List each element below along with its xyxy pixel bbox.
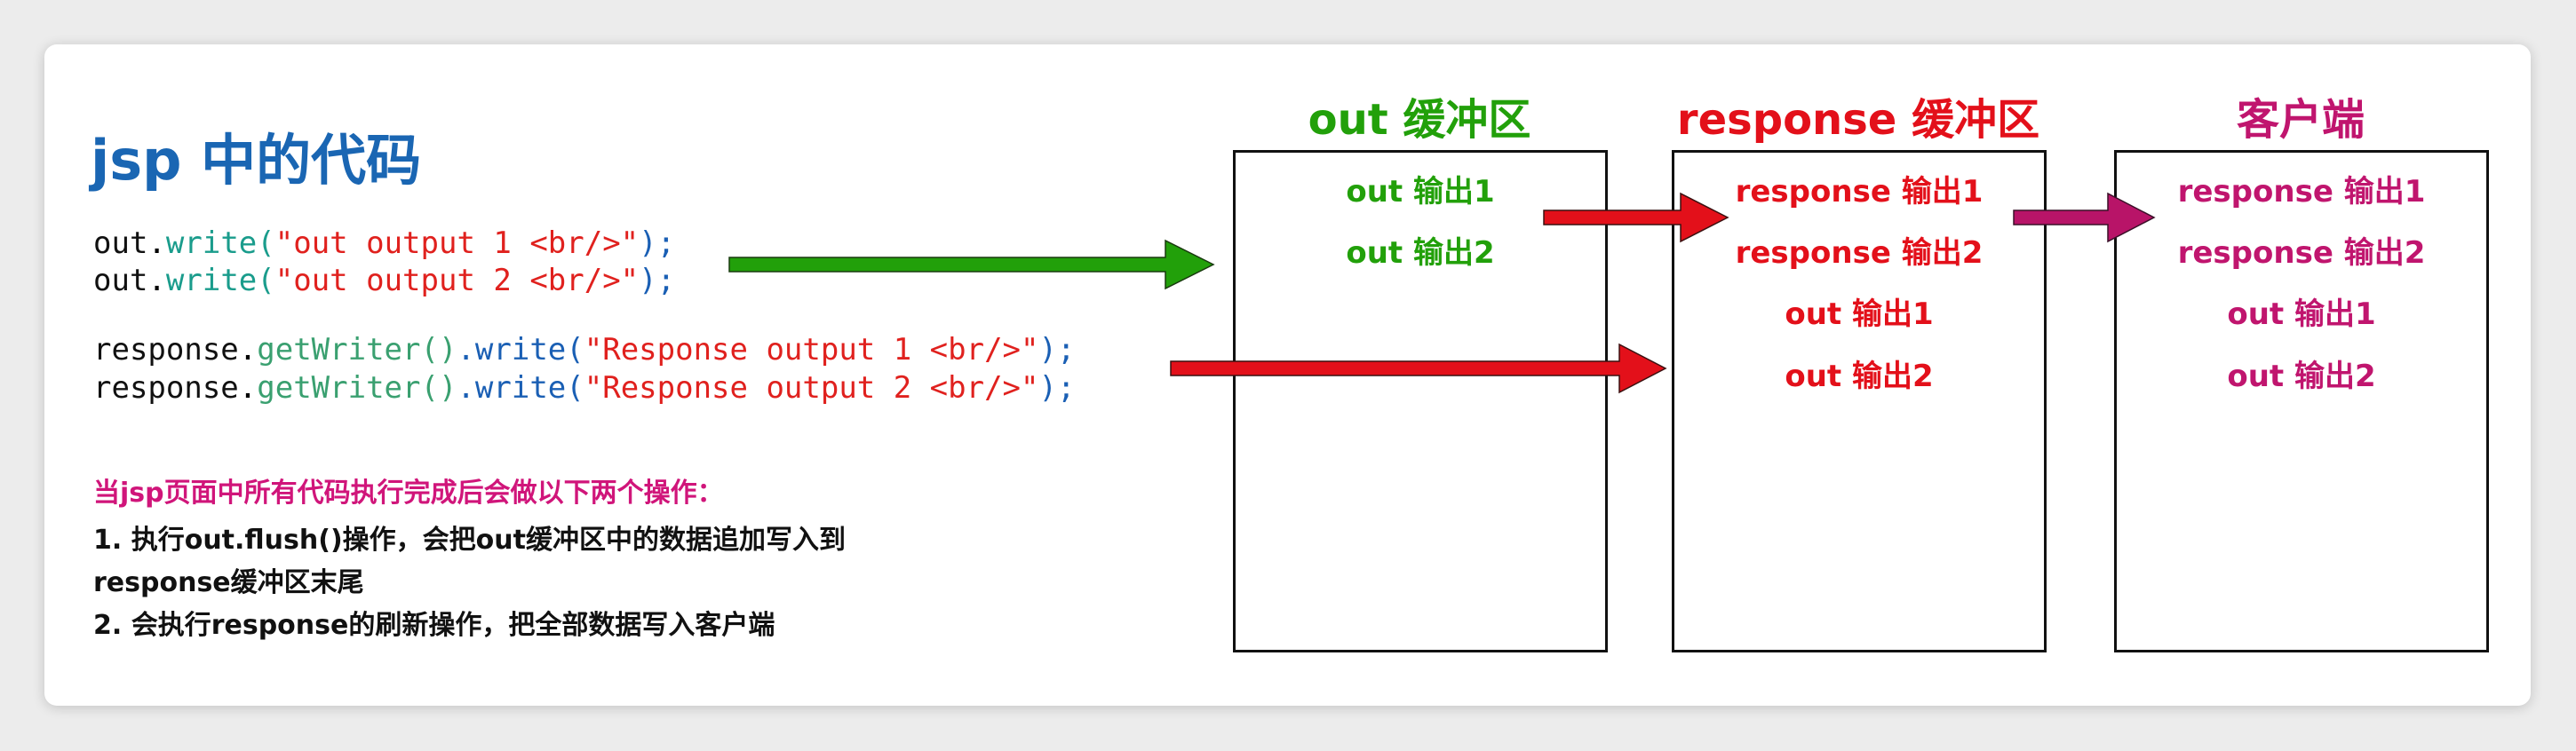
- code-object: out: [93, 225, 148, 261]
- code-close: );: [639, 225, 676, 261]
- code-method: write: [165, 225, 258, 261]
- code-method: write: [165, 263, 258, 298]
- buffer-item: response 输出2: [2177, 235, 2426, 271]
- note-step-1: 1. 执行out.flush()操作，会把out缓冲区中的数据追加写入到: [93, 525, 846, 556]
- code-object: response: [93, 370, 239, 406]
- code-line-3: response.getWriter().write("Response out…: [93, 332, 1075, 368]
- code-close: );: [639, 263, 676, 298]
- code-method: getWriter(): [257, 370, 457, 406]
- code-dot: .: [238, 370, 258, 406]
- code-line-2: out.write("out output 2 <br/>");: [93, 263, 675, 298]
- magenta-arrow-flush: [2013, 192, 2156, 243]
- buffer-item: response 输出2: [1735, 235, 1984, 271]
- buffer-item: out 输出2: [2227, 359, 2376, 394]
- out-buffer-box: out 输出1 out 输出2: [1233, 150, 1608, 652]
- code-dot: .: [147, 225, 166, 261]
- buffer-item: out 输出2: [1785, 359, 1934, 394]
- code-dot: .: [457, 370, 475, 406]
- code-method: getWriter(): [257, 332, 457, 368]
- buffer-item: out 输出1: [2227, 296, 2376, 332]
- code-paren: (: [566, 370, 584, 406]
- green-arrow: [728, 239, 1215, 290]
- code-dot: .: [238, 332, 258, 368]
- buffer-item: out 输出1: [1785, 296, 1934, 332]
- response-buffer-header: response 缓冲区: [1676, 95, 2040, 145]
- red-arrow-response: [1170, 343, 1667, 394]
- out-buffer-header: out 缓冲区: [1308, 95, 1531, 145]
- code-string: "out output 2 <br/>": [274, 263, 640, 298]
- code-paren: (: [257, 225, 275, 261]
- code-method: write: [474, 370, 567, 406]
- code-line-4: response.getWriter().write("Response out…: [93, 370, 1075, 406]
- code-object: out: [93, 263, 148, 298]
- code-method: write: [474, 332, 567, 368]
- buffer-item: out 输出1: [1346, 174, 1495, 209]
- code-close: );: [1038, 332, 1076, 368]
- code-string: "Response output 1 <br/>": [584, 332, 1039, 368]
- buffer-item: out 输出2: [1346, 235, 1495, 271]
- code-dot: .: [147, 263, 166, 298]
- code-line-1: out.write("out output 1 <br/>");: [93, 225, 675, 261]
- red-arrow-flush: [1543, 192, 1729, 243]
- client-header: 客户端: [2236, 95, 2365, 145]
- code-paren: (: [257, 263, 275, 298]
- buffer-item: response 输出1: [1735, 174, 1984, 209]
- code-close: );: [1038, 370, 1076, 406]
- note-step-2: 2. 会执行response的刷新操作，把全部数据写入客户端: [93, 610, 775, 641]
- notes-heading: 当jsp页面中所有代码执行完成后会做以下两个操作：: [93, 478, 724, 509]
- code-object: response: [93, 332, 239, 368]
- client-box: response 输出1 response 输出2 out 输出1 out 输出…: [2114, 150, 2489, 652]
- code-string: "out output 1 <br/>": [274, 225, 640, 261]
- code-dot: .: [457, 332, 475, 368]
- page-title: jsp 中的代码: [91, 128, 422, 193]
- code-paren: (: [566, 332, 584, 368]
- buffer-item: response 输出1: [2177, 174, 2426, 209]
- note-step-1-cont: response缓冲区末尾: [93, 567, 364, 598]
- code-string: "Response output 2 <br/>": [584, 370, 1039, 406]
- response-buffer-box: response 输出1 response 输出2 out 输出1 out 输出…: [1672, 150, 2047, 652]
